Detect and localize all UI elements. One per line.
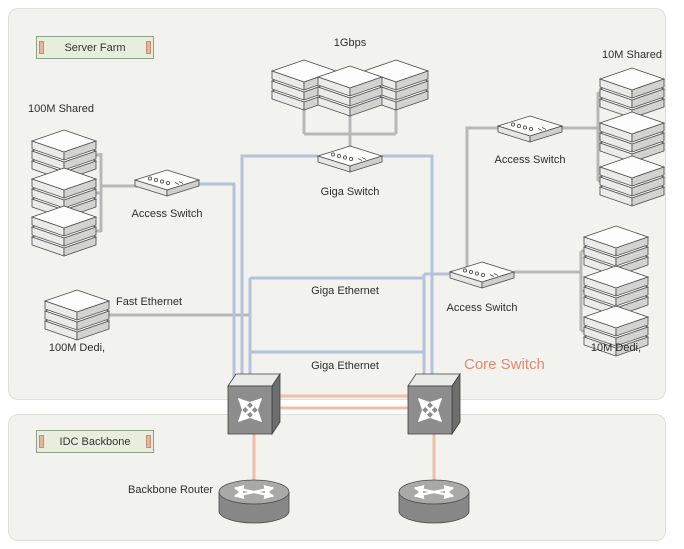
- label-fast-ethernet: Fast Ethernet: [116, 296, 183, 308]
- core-switch-icon: [408, 374, 460, 434]
- gray-ethernet-lines: [96, 91, 606, 333]
- access-switch-icon: [134, 169, 200, 197]
- label-giga-ethernet-mid: Giga Ethernet: [311, 285, 379, 297]
- idc-backbone-badge: IDC Backbone: [36, 430, 154, 453]
- label-10m-shared: 10M Shared: [602, 49, 662, 61]
- core-switch-icon: [228, 374, 280, 434]
- label-100m-shared: 100M Shared: [28, 103, 95, 115]
- label-100m-dedi: 100M Dedi,: [48, 342, 106, 354]
- badge-cap-icon: [39, 435, 44, 448]
- label-access-switch-bottom-right: Access Switch: [446, 302, 518, 314]
- access-switch-icon: [497, 115, 563, 143]
- access-switch-icon: [449, 261, 515, 289]
- giga-ethernet-lines: [196, 154, 452, 386]
- label-giga-switch: Giga Switch: [320, 186, 380, 198]
- badge-cap-icon: [146, 41, 151, 54]
- label-access-switch-top-right: Access Switch: [494, 154, 566, 166]
- label-core-switch: Core Switch: [464, 356, 545, 373]
- backbone-router-icon: [219, 480, 289, 523]
- server-farm-badge: Server Farm: [36, 36, 154, 59]
- label-backbone-router: Backbone Router: [128, 484, 213, 496]
- connection-line-giga: [196, 182, 236, 386]
- label-10m-dedi: 10M Dedi,: [590, 342, 642, 354]
- label-1gbps: 1Gbps: [333, 37, 367, 49]
- idc-backbone-badge-label: IDC Backbone: [59, 435, 131, 448]
- server-stack-icon: [600, 68, 664, 118]
- connection-line-giga: [240, 154, 318, 386]
- badge-cap-icon: [146, 435, 151, 448]
- connection-line: [450, 126, 498, 274]
- server-stack-icon: [600, 112, 664, 162]
- server-stack-icon: [45, 290, 109, 340]
- label-giga-ethernet-low: Giga Ethernet: [311, 360, 379, 372]
- backbone-router-icon: [399, 480, 469, 523]
- badge-cap-icon: [39, 41, 44, 54]
- connection-line-giga: [382, 154, 434, 386]
- server-stack-icon: [32, 206, 96, 256]
- label-access-switch-left: Access Switch: [131, 208, 203, 220]
- server-farm-badge-label: Server Farm: [64, 41, 126, 54]
- server-stack-icon: [600, 156, 664, 206]
- giga-switch-icon: [317, 145, 383, 173]
- core-links: [252, 394, 436, 482]
- server-stack-icon: [318, 66, 382, 116]
